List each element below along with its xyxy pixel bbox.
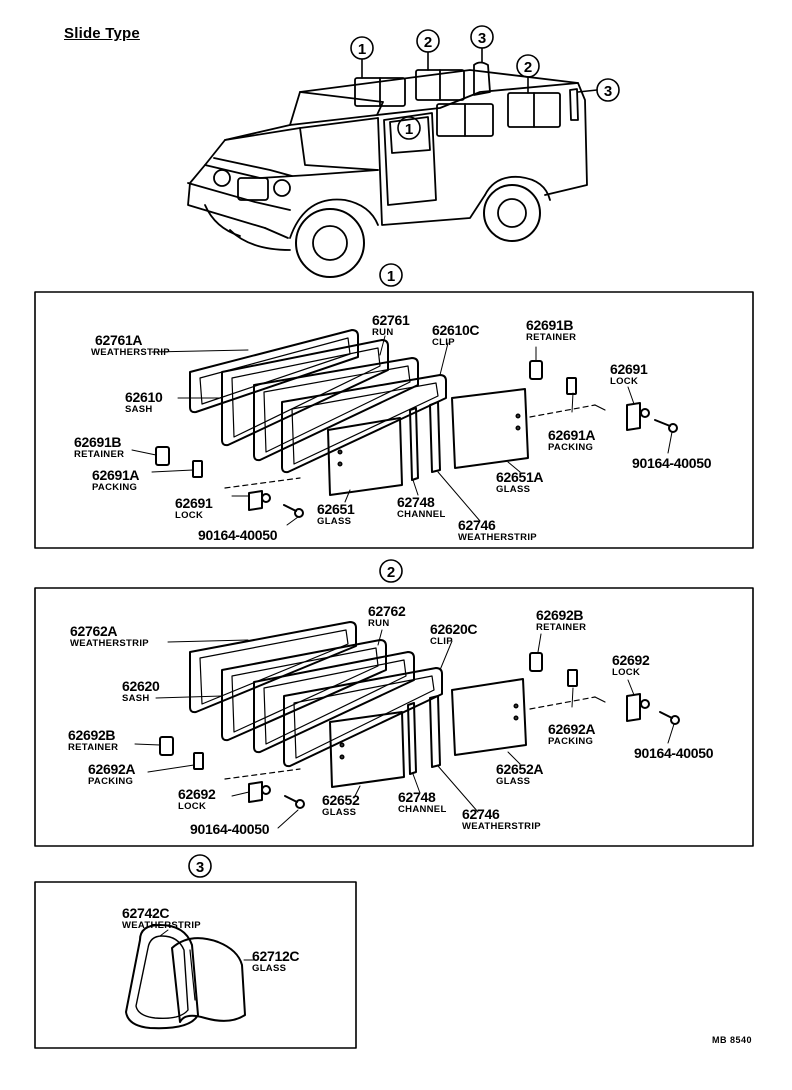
section-3-leaders (159, 929, 255, 961)
vehicle-callouts (188, 25, 620, 878)
section-2-callout: 2 (387, 564, 395, 581)
callout-1-a: 1 (358, 41, 366, 58)
section-3-frame (34, 881, 357, 1049)
section-2-parts (159, 621, 680, 809)
callout-1-b: 1 (405, 121, 413, 138)
section-2-leaders (134, 629, 675, 829)
section-3-parts (125, 924, 246, 1030)
drawing-code: MB 8540 (711, 1035, 752, 1045)
section-1-callout: 1 (387, 268, 395, 285)
section-3-callout: 3 (196, 859, 204, 876)
callout-2-a: 2 (424, 34, 432, 51)
label-bolt-right-1: 90164-40050 (632, 455, 712, 471)
callout-3-b: 3 (604, 83, 612, 100)
label-bolt-left-2: 90164-40050 (190, 821, 270, 837)
section-1-frame (34, 291, 754, 549)
label-bolt-left-1: 90164-40050 (198, 527, 278, 543)
diagram-title: Slide Type (64, 25, 140, 42)
label-bolt-right-2: 90164-40050 (634, 745, 714, 761)
vehicle-illustration (187, 61, 588, 278)
section-1-parts (155, 329, 678, 518)
section-1-leaders (131, 335, 673, 526)
section-2-frame (34, 587, 754, 847)
callout-2-b: 2 (524, 59, 532, 76)
callout-3-a: 3 (478, 30, 486, 47)
